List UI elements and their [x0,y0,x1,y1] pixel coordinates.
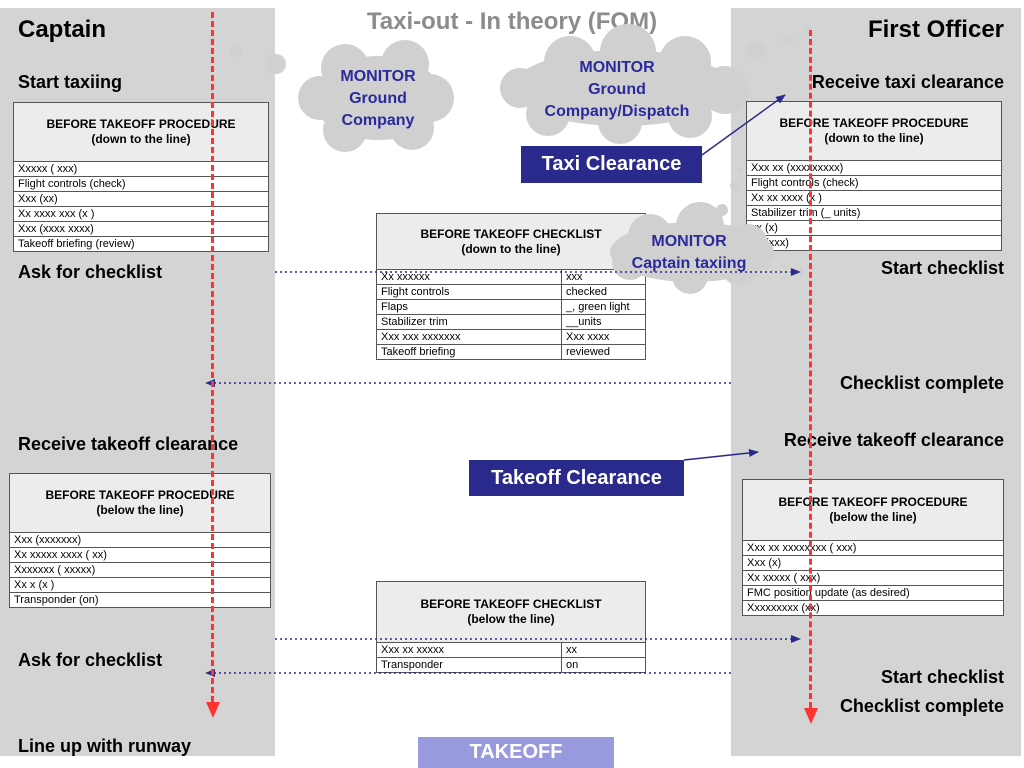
fo-checklist-complete-1: Checklist complete [839,373,1004,393]
checklist-value: on [561,657,646,673]
cloud-ground [298,40,454,152]
fo-start-checklist-2: Start checklist [880,667,1004,687]
checklist-item: Stabilizer trim [376,314,562,330]
captain-receive-takeoff: Receive takeoff clearance [18,434,239,454]
thought-bubbles [209,27,811,216]
checklist-item: Transponder [376,657,562,673]
captain-procedure-above: BEFORE TAKEOFF PROCEDURE (down to the li… [13,102,269,252]
cloud-captain-taxi-line2: Captain taxiing [631,255,747,272]
captain-proc-above-title: BEFORE TAKEOFF PROCEDURE [46,117,236,131]
takeoff-box: TAKEOFF [418,737,614,768]
list-item: Xxxxxxxxx (xx) [742,600,1004,616]
captain-timeline [211,12,214,702]
cloud-dispatch-line1: MONITOR [579,59,655,76]
checklist-item: Takeoff briefing [376,344,562,360]
checklist-value: Xxx xxxx [561,329,646,345]
fo-procedure-below: BEFORE TAKEOFF PROCEDURE (below the line… [742,479,1004,616]
captain-proc-below-title: BEFORE TAKEOFF PROCEDURE [45,488,235,502]
captain-start-taxiing: Start taxiing [18,72,123,92]
takeoff-clearance-arrow [683,448,759,461]
captain-proc-below-subtitle: (below the line) [96,503,184,517]
list-item: Xx xxxxx xxxx ( xx) [9,547,271,563]
cloud-ground-line3: Company [341,112,415,129]
fo-receive-taxi: Receive taxi clearance [811,72,1004,92]
cloud-ground-text: MONITOR Ground Company [318,66,438,132]
table-row: Stabilizer trim__units [376,314,646,330]
captain-line-up: Line up with runway [18,736,192,756]
cloud-dispatch-line3: Company/Dispatch [544,103,690,120]
cloud-ground-line2: Ground [349,90,407,107]
captain-timeline-arrow-icon [206,702,220,718]
taxi-clearance-arrow [701,94,786,156]
fo-proc-below-subtitle: (below the line) [829,510,917,524]
cloud-dispatch-line2: Ground [588,81,646,98]
fo-proc-above-title: BEFORE TAKEOFF PROCEDURE [779,116,969,130]
checklist-above-title: BEFORE TAKEOFF CHECKLIST [420,226,602,241]
captain-ask-checklist-1: Ask for checklist [18,262,163,282]
checklist-below: BEFORE TAKEOFF CHECKLIST (below the line… [376,581,646,673]
cloud-captain-taxi-text: MONITOR Captain taxiing [614,231,764,275]
fo-checklist-complete-2: Checklist complete [839,696,1004,716]
list-item: Xxx (xxxxxxx) [9,532,271,548]
captain-ask-checklist-2: Ask for checklist [18,650,163,670]
captain-header: Captain [18,16,107,43]
cloud-captain-taxi [610,202,774,294]
taxi-clearance-box: Taxi Clearance [521,146,702,183]
first-officer-header: First Officer [867,16,1004,43]
checklist-above: BEFORE TAKEOFF CHECKLIST (down to the li… [376,213,646,360]
checklist-above-subtitle: (down to the line) [461,241,561,256]
list-item: Transponder (on) [9,592,271,608]
captain-proc-above-subtitle: (down to the line) [91,132,191,146]
page-title: Taxi-out - In theory (FOM) [366,8,658,35]
fo-proc-below-title: BEFORE TAKEOFF PROCEDURE [778,495,968,509]
list-item: Flight controls (check) [13,176,269,192]
fo-proc-above-subtitle: (down to the line) [824,131,924,145]
captain-procedure-below: BEFORE TAKEOFF PROCEDURE (below the line… [9,473,271,608]
cloud-ground-line1: MONITOR [340,68,416,85]
fo-receive-takeoff: Receive takeoff clearance [783,430,1004,450]
cloud-dispatch-text: MONITOR Ground Company/Dispatch [522,57,712,123]
cloud-captain-taxi-line1: MONITOR [651,233,727,250]
checklist-value: reviewed [561,344,646,360]
fo-timeline [809,30,812,708]
checklist-below-subtitle: (below the line) [467,612,555,626]
fo-timeline-arrow-icon [804,708,818,724]
fo-start-checklist-1: Start checklist [880,258,1004,278]
list-item: Xxx (xx) [13,191,269,207]
checklist-item: Xxx xx xxxxx [376,642,562,658]
cloud-dispatch [500,24,749,144]
list-item: Takeoff briefing (review) [13,236,269,252]
checklist-below-title: BEFORE TAKEOFF CHECKLIST [420,597,602,611]
takeoff-clearance-box: Takeoff Clearance [469,460,684,496]
